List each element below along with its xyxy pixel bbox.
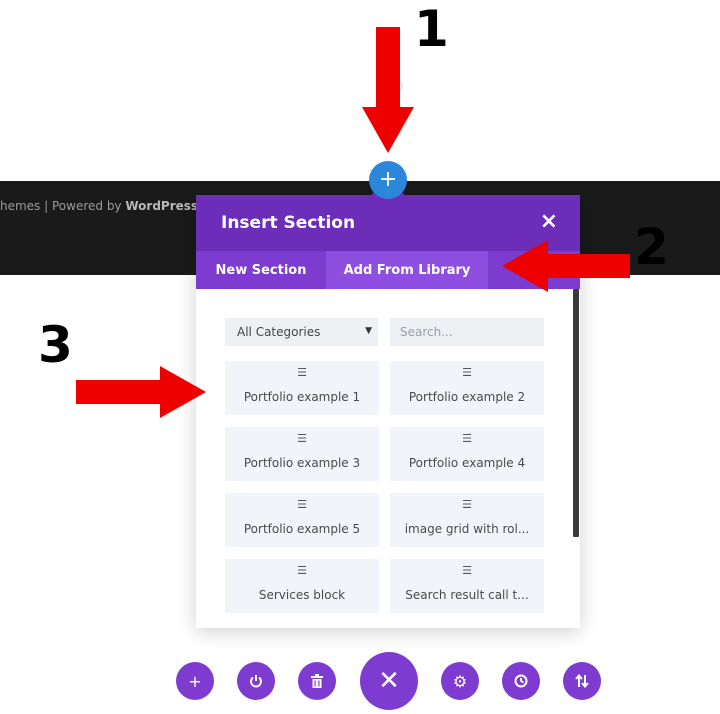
menu-lines-icon: ☰ (462, 366, 472, 379)
menu-lines-icon: ☰ (462, 498, 472, 511)
category-select-value: All Categories (237, 325, 321, 339)
layout-card[interactable]: ☰ Portfolio example 4 (390, 427, 544, 481)
category-select[interactable]: All Categories ▼ (225, 318, 378, 346)
menu-lines-icon: ☰ (297, 432, 307, 445)
footer-theme-text: hemes (0, 199, 41, 213)
arrow-down-icon (362, 27, 414, 153)
modal-title: Insert Section (221, 213, 356, 233)
layout-card[interactable]: ☰ Portfolio example 3 (225, 427, 379, 481)
delete-button[interactable] (298, 662, 336, 700)
scrollbar[interactable] (573, 289, 579, 537)
step-number-2: 2 (634, 218, 669, 276)
layout-card[interactable]: ☰ image grid with rol... (390, 493, 544, 547)
menu-lines-icon: ☰ (462, 432, 472, 445)
settings-button[interactable]: ⚙ (441, 662, 479, 700)
arrow-left-icon (502, 240, 630, 292)
layout-card[interactable]: ☰ Search result call t... (390, 559, 544, 613)
close-icon[interactable]: × (539, 209, 558, 234)
layout-card[interactable]: ☰ Portfolio example 1 (225, 361, 379, 415)
footer-credits: hemes | Powered by WordPress (0, 199, 198, 213)
gear-icon: ⚙ (452, 671, 468, 691)
arrow-right-icon (76, 366, 206, 418)
menu-lines-icon: ☰ (297, 498, 307, 511)
plus-icon: + (378, 167, 398, 192)
layout-card-label: Portfolio example 3 (243, 456, 361, 470)
portability-button[interactable] (237, 662, 275, 700)
exit-builder-button[interactable]: ✕ (360, 652, 418, 710)
plus-icon: + (188, 671, 202, 691)
step-number-3: 3 (38, 316, 73, 374)
footer-separator: | Powered by (40, 199, 126, 213)
caret-down-icon: ▼ (365, 326, 372, 336)
search-input[interactable] (390, 318, 544, 346)
tab-add-from-library[interactable]: Add From Library (326, 251, 488, 289)
layout-card-label: Portfolio example 5 (243, 522, 361, 536)
layout-card-label: Portfolio example 2 (408, 390, 526, 404)
power-icon (250, 675, 262, 688)
layout-card[interactable]: ☰ Portfolio example 5 (225, 493, 379, 547)
menu-lines-icon: ☰ (462, 564, 472, 577)
tab-new-section[interactable]: New Section (215, 262, 307, 278)
add-module-button[interactable]: + (176, 662, 214, 700)
add-section-button[interactable]: + (369, 161, 407, 199)
sort-button[interactable] (563, 662, 601, 700)
menu-lines-icon: ☰ (297, 564, 307, 577)
layout-card-label: Portfolio example 4 (408, 456, 526, 470)
layout-card-label: image grid with rol... (404, 522, 530, 536)
layout-card-label: Search result call t... (405, 588, 529, 602)
layout-card-label: Portfolio example 1 (243, 390, 361, 404)
layout-card[interactable]: ☰ Portfolio example 2 (390, 361, 544, 415)
insert-section-modal: Insert Section × New Section Add From Li… (196, 195, 580, 628)
history-icon (514, 674, 528, 688)
close-icon: ✕ (378, 666, 400, 696)
modal-header: Insert Section × (196, 195, 580, 251)
history-button[interactable] (502, 662, 540, 700)
step-number-1: 1 (414, 0, 449, 58)
footer-platform-link[interactable]: WordPress (125, 199, 199, 213)
trash-icon (311, 674, 323, 688)
sort-icon (575, 674, 589, 688)
layout-card-label: Services block (258, 588, 346, 602)
menu-lines-icon: ☰ (297, 366, 307, 379)
modal-body: All Categories ▼ ☰ Portfolio example 1 ☰… (196, 289, 580, 628)
layout-card[interactable]: ☰ Services block (225, 559, 379, 613)
